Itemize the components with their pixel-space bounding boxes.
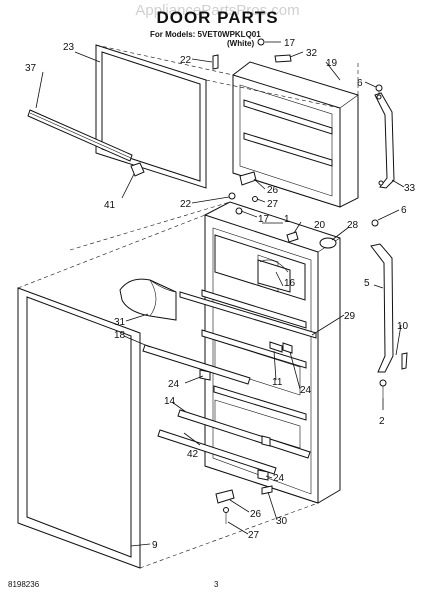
callout: 28 — [347, 220, 359, 231]
callout: 41 — [104, 200, 116, 211]
callout: 9 — [152, 540, 158, 551]
alignment-lines — [17, 44, 359, 569]
callout: 17 — [258, 214, 270, 225]
shelf-end-cap-24a — [199, 369, 211, 381]
freezer-door — [232, 61, 359, 208]
callout: 27 — [248, 530, 260, 541]
bottom-hinge — [215, 485, 273, 524]
lower-shelf-bar-42 — [157, 429, 277, 475]
color-line: (White) — [227, 39, 255, 48]
upper-shelf-bar — [179, 291, 317, 339]
callout: 32 — [306, 48, 318, 59]
dairy-bin — [119, 278, 177, 321]
shelf-end-cap-24d — [261, 435, 271, 447]
watermark: AppliancePartsPros.com — [135, 2, 300, 19]
shelf-end-cap-24b — [282, 342, 293, 354]
callout: 23 — [63, 42, 75, 53]
callout: 11 — [272, 377, 283, 388]
document-number: 8198236 — [8, 580, 40, 589]
center-hinge-top — [239, 171, 258, 202]
callout: 37 — [25, 63, 37, 74]
clip-part — [286, 231, 299, 243]
plug-22 — [228, 192, 236, 200]
callout: 16 — [284, 278, 296, 289]
freezer-trim-end-cap — [130, 162, 145, 177]
shelf-end-cap-24c — [257, 469, 269, 481]
callout: 19 — [326, 58, 338, 69]
shelf-end-cap-11 — [269, 341, 283, 353]
callout: 14 — [164, 396, 176, 407]
cap-part — [319, 237, 337, 249]
callout: 27 — [267, 199, 279, 210]
callout: 24 — [168, 379, 180, 390]
freezer-handle — [374, 92, 395, 189]
callout: 18 — [114, 330, 126, 341]
callout: 29 — [344, 311, 356, 322]
callout: 42 — [187, 449, 199, 460]
callout: 22 — [180, 55, 192, 66]
leader-lines — [35, 41, 405, 547]
callout: 20 — [314, 220, 326, 231]
callout: 30 — [276, 516, 288, 527]
middle-shelf-bar — [142, 344, 251, 385]
callout: 2 — [379, 416, 385, 427]
models-caption: For Models: 5VET0WPKLQ01 (White) — [150, 30, 261, 48]
callout: 6 — [401, 205, 407, 216]
callout: 26 — [267, 185, 279, 196]
callout: 24 — [273, 473, 285, 484]
callout: 1 — [284, 214, 290, 225]
callout: 17 — [284, 38, 296, 49]
top-screws — [212, 38, 383, 98]
callout: 24 — [300, 385, 312, 396]
callout-labels: 23 37 41 22 17 32 19 6 26 27 33 22 17 1 … — [25, 38, 416, 551]
callout: 26 — [250, 509, 262, 520]
callout: 33 — [404, 183, 416, 194]
badge-part — [274, 54, 292, 63]
callout: 10 — [397, 321, 409, 332]
callout: 6 — [357, 78, 363, 89]
models-line: For Models: 5VET0WPKLQ01 — [150, 30, 261, 39]
fresh-food-handle — [370, 219, 408, 398]
fresh-food-door — [201, 201, 341, 504]
page-number: 3 — [214, 580, 219, 589]
freezer-trim-strip — [27, 109, 133, 162]
freezer-gasket — [95, 44, 207, 189]
callout: 31 — [114, 317, 126, 328]
callout: 5 — [364, 278, 370, 289]
callout: 22 — [180, 199, 192, 210]
page-title: DOOR PARTS — [156, 8, 279, 27]
